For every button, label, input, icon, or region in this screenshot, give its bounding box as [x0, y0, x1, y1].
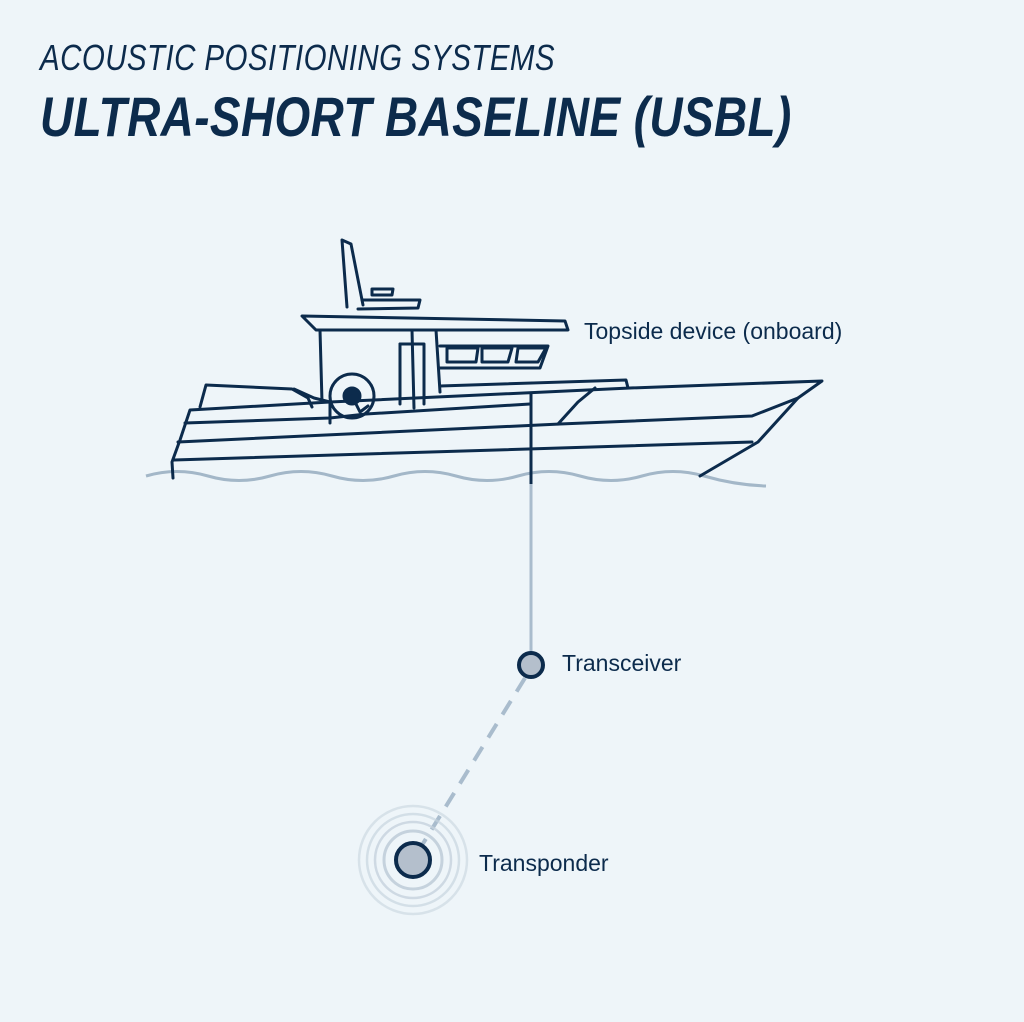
water-surface	[145, 470, 767, 488]
transponder-signal-rings	[357, 804, 469, 916]
transceiver-node	[517, 651, 545, 679]
transceiver-label: Transceiver	[562, 650, 682, 676]
transponder-label: Transponder	[479, 850, 609, 876]
diagram-subtitle: ACOUSTIC POSITIONING SYSTEMS	[40, 37, 556, 78]
transponder-node	[394, 841, 432, 879]
title-block: ACOUSTIC POSITIONING SYSTEMS ULTRA-SHORT…	[40, 36, 957, 148]
acoustic-link	[417, 676, 527, 852]
boat-illustration	[170, 238, 824, 480]
diagram-title: ULTRA-SHORT BASELINE (USBL)	[40, 85, 792, 148]
topside-device-label: Topside device (onboard)	[584, 318, 843, 344]
